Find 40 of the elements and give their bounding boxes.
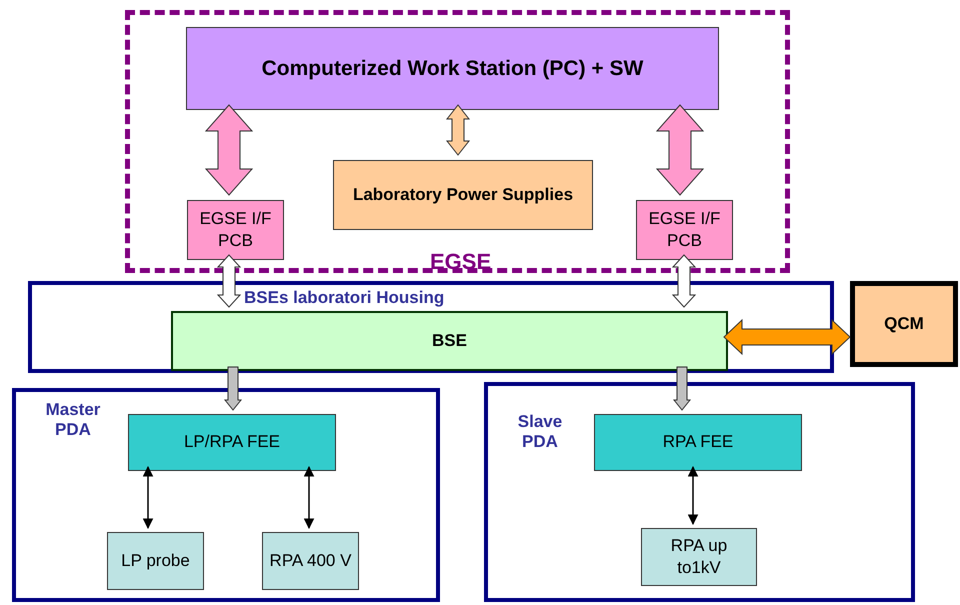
- box-label: RPA 400 V: [268, 550, 352, 572]
- box-label: LP/RPA FEE: [182, 431, 282, 454]
- box-label: BSE: [431, 330, 468, 352]
- process-box: [850, 281, 958, 367]
- block-arrow: [204, 104, 254, 196]
- box-label: QCM: [883, 312, 925, 335]
- process-box: [186, 27, 719, 110]
- process-box: [594, 414, 802, 471]
- box-label: Laboratory Power Supplies: [352, 184, 574, 206]
- group-frame: [484, 382, 915, 602]
- process-box: [171, 311, 728, 371]
- process-box: [636, 200, 733, 260]
- block-arrow: [216, 254, 242, 308]
- process-box: [641, 528, 757, 586]
- group-label: BSEs laboratori Housing: [244, 288, 444, 308]
- block-arrow: [224, 366, 242, 411]
- process-box: [333, 160, 593, 230]
- box-label: Computerized Work Station (PC) + SW: [260, 56, 644, 82]
- box-label: RPA up to1kV: [670, 534, 728, 579]
- group-frame: [12, 388, 440, 602]
- block-arrow: [672, 254, 696, 308]
- arrow: [142, 466, 154, 530]
- arrow: [304, 466, 314, 530]
- box-label: EGSE I/F PCB: [198, 208, 272, 252]
- process-box: [187, 200, 284, 260]
- box-label: EGSE I/F PCB: [648, 208, 722, 252]
- group-label: Master PDA: [44, 400, 102, 441]
- group-frame: [28, 281, 834, 373]
- box-label: RPA FEE: [662, 431, 734, 454]
- box-label: LP probe: [120, 550, 191, 572]
- arrow: [688, 466, 698, 526]
- process-box: [128, 414, 336, 471]
- block-arrow: [446, 104, 470, 156]
- block-arrow: [656, 104, 704, 196]
- process-box: [107, 532, 204, 590]
- group-label: Slave PDA: [516, 412, 564, 453]
- group-frame: [125, 10, 790, 273]
- block-arrow: [672, 366, 692, 411]
- block-arrow: [723, 318, 851, 356]
- process-box: [262, 532, 359, 590]
